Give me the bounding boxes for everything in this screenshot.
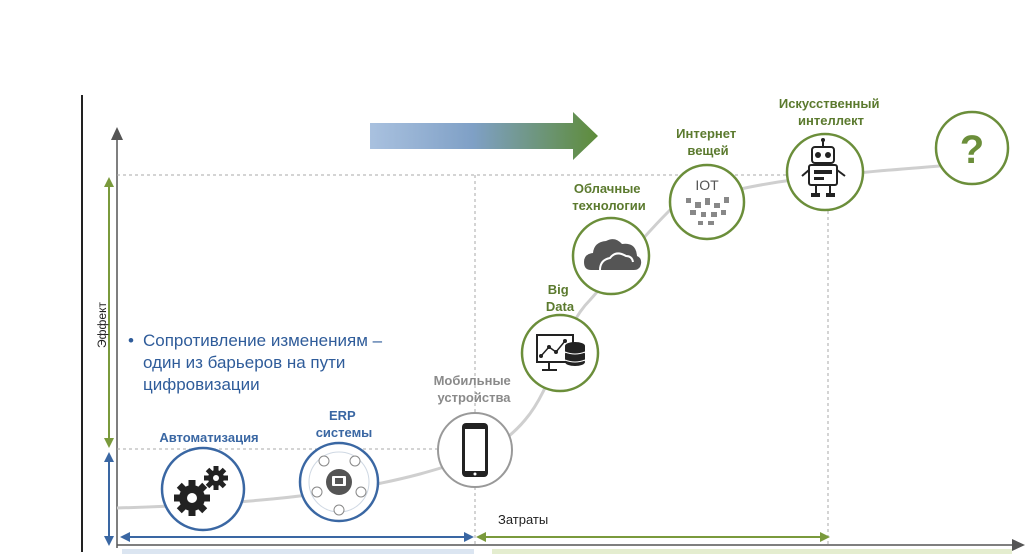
note-line-2: один из барьеров на пути [143,353,346,372]
stage-label-erp: ERP системы [316,408,373,440]
stage-label-iot: Интернет вещей [676,126,740,158]
question-icon: ? [934,110,1010,186]
stage-label-automation: Автоматизация [159,430,258,445]
green-effect-range-arrow [104,177,114,448]
stage-label-bigdata: Big Data [546,282,575,314]
cloud-icon [571,216,651,296]
y-axis-label: Эффект [95,302,109,348]
x-axis-arrowhead [1012,539,1025,551]
svg-text:IOT: IOT [695,177,719,193]
svg-text:?: ? [960,128,984,172]
note-line-3: цифровизации [143,375,260,394]
bullet-dot: • [128,331,134,350]
green-cost-range-arrow [476,532,830,542]
progress-gradient-arrow [370,112,598,160]
blue-cost-range-arrow [120,532,474,542]
erp-hub-icon [298,441,380,523]
resistance-note: • Сопротивление изменениям – один из бар… [128,330,428,396]
note-line-1: Сопротивление изменениям – [143,331,383,350]
gears-icon [160,446,246,532]
stage-label-ai: Искусственный интеллект [779,96,883,128]
big-data-icon [520,313,600,393]
x-axis-label: Затраты [498,512,549,527]
stage-label-cloud: Облачные технологии [572,181,646,213]
y-axis-arrowhead [111,127,123,140]
stage-label-mobile: Мобильные устройства [434,373,515,405]
smartphone-icon [437,412,513,488]
green-bottom-strip [492,549,1012,554]
blue-bottom-strip [122,549,474,554]
blue-effect-range-arrow [104,452,114,546]
robot-icon [785,132,865,212]
iot-icon: IOT [668,163,746,241]
